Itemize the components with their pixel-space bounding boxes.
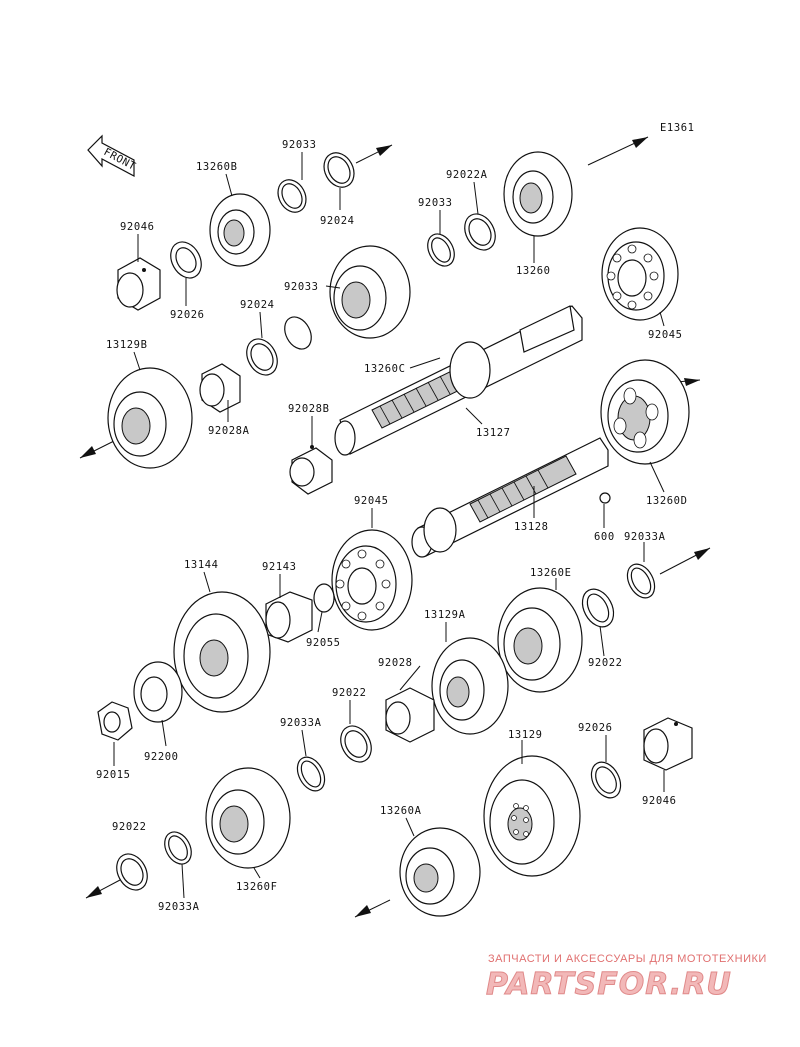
gear-13260D [600,359,690,465]
watermark: ЗАПЧАСТИ И АКСЕССУАРЫ ДЛЯ МОТОТЕХНИКИ PA… [486,953,767,1003]
label-13260D: 13260D [646,495,688,507]
label-92055: 92055 [306,637,341,649]
bearing-92045-middle [331,529,413,631]
circlip-92033A-mid [296,756,326,792]
collar-92143 [265,591,313,643]
label-92033-b: 92033 [418,197,453,209]
needle-bearing-92028 [385,687,435,743]
label-92143: 92143 [262,561,297,573]
collar-92028B [289,445,333,495]
needle-bearing-92028A [199,363,241,413]
washer-92022A [464,213,496,251]
circlip-92033-top [277,179,307,213]
watermark-caption: ЗАПЧАСТИ И АКСЕССУАРЫ ДЛЯ МОТОТЕХНИКИ [488,953,767,965]
label-92028A: 92028A [208,425,250,437]
label-92045-b: 92045 [354,495,389,507]
o-ring-92055 [313,583,335,613]
washer-92026-top [170,241,202,279]
nut-92015 [97,701,133,741]
front-arrow-icon: FRONT [87,134,138,177]
washer-92022-mid [340,725,372,763]
input-shaft-assembly [79,136,679,495]
collar-92046-bottom [643,717,693,771]
output-shaft-assembly [97,359,711,792]
circlip-92033-mid [427,233,455,267]
washer-92022-right [581,588,615,628]
gear-13260F [205,767,291,869]
collar-92046-top [116,257,161,311]
sprocket-13144 [173,591,271,713]
leader-lines [113,152,665,899]
label-13129: 13129 [508,729,543,741]
label-13260C: 13260C [364,363,406,375]
label-13260E: 13260E [530,567,572,579]
washer-mid-small [284,316,312,350]
label-13144: 13144 [184,559,219,571]
label-92033A-b: 92033A [280,717,322,729]
lockwasher-92200 [133,661,183,723]
gear-13129 [483,755,581,877]
circlip-92033A-right [626,563,656,599]
gear-13260 [503,151,573,237]
circlip-92033A-bottom [164,831,192,865]
label-92028B: 92028B [288,403,330,415]
shaft-13128 [411,437,609,558]
ball-600 [599,492,611,504]
washer-92024-mid [246,338,278,376]
washer-92026-bottom [590,761,622,799]
washer-92022-bottom [116,853,148,891]
label-92033A-c: 92033A [158,901,200,913]
gear-13260B [209,193,271,267]
gear-13129A [431,637,509,735]
label-92015: 92015 [96,769,131,781]
label-13260B: 13260B [196,161,238,173]
gear-13260E [497,587,583,693]
label-92033-c: 92033 [284,281,319,293]
label-13260A: 13260A [380,805,422,817]
label-92024-a: 92024 [320,215,355,227]
label-13260: 13260 [516,265,551,277]
label-92033A-a: 92033A [624,531,666,543]
label-13128: 13128 [514,521,549,533]
label-13129B: 13129B [106,339,148,351]
label-92024-b: 92024 [240,299,275,311]
bearing-92045-top [601,227,679,321]
diagram-code: E1361 [660,122,695,134]
gear-13260A [399,827,481,917]
label-92022A: 92022A [446,169,488,181]
label-92028: 92028 [378,657,413,669]
label-13127: 13127 [476,427,511,439]
label-92046-b: 92046 [642,795,677,807]
label-92022-c: 92022 [112,821,147,833]
label-600: 600 [594,531,615,543]
gear-13129B [107,367,193,469]
label-92200: 92200 [144,751,179,763]
lower-gears-assembly [85,717,693,918]
label-13129A: 13129A [424,609,466,621]
label-92026-a: 92026 [170,309,205,321]
label-92026-b: 92026 [578,722,613,734]
shaft-13127 [334,305,583,456]
label-92046-a: 92046 [120,221,155,233]
label-92022-b: 92022 [332,687,367,699]
label-92033-a: 92033 [282,139,317,151]
label-13260F: 13260F [236,881,278,893]
gear-cluster-92033 [329,245,411,339]
label-92045-a: 92045 [648,329,683,341]
watermark-logo: PARTSFOR.RU [486,967,732,1002]
part-labels: 92033 13260B 92024 92022A 92033 13260 92… [96,139,688,913]
label-92022-a: 92022 [588,657,623,669]
washer-92024-top [323,152,355,188]
